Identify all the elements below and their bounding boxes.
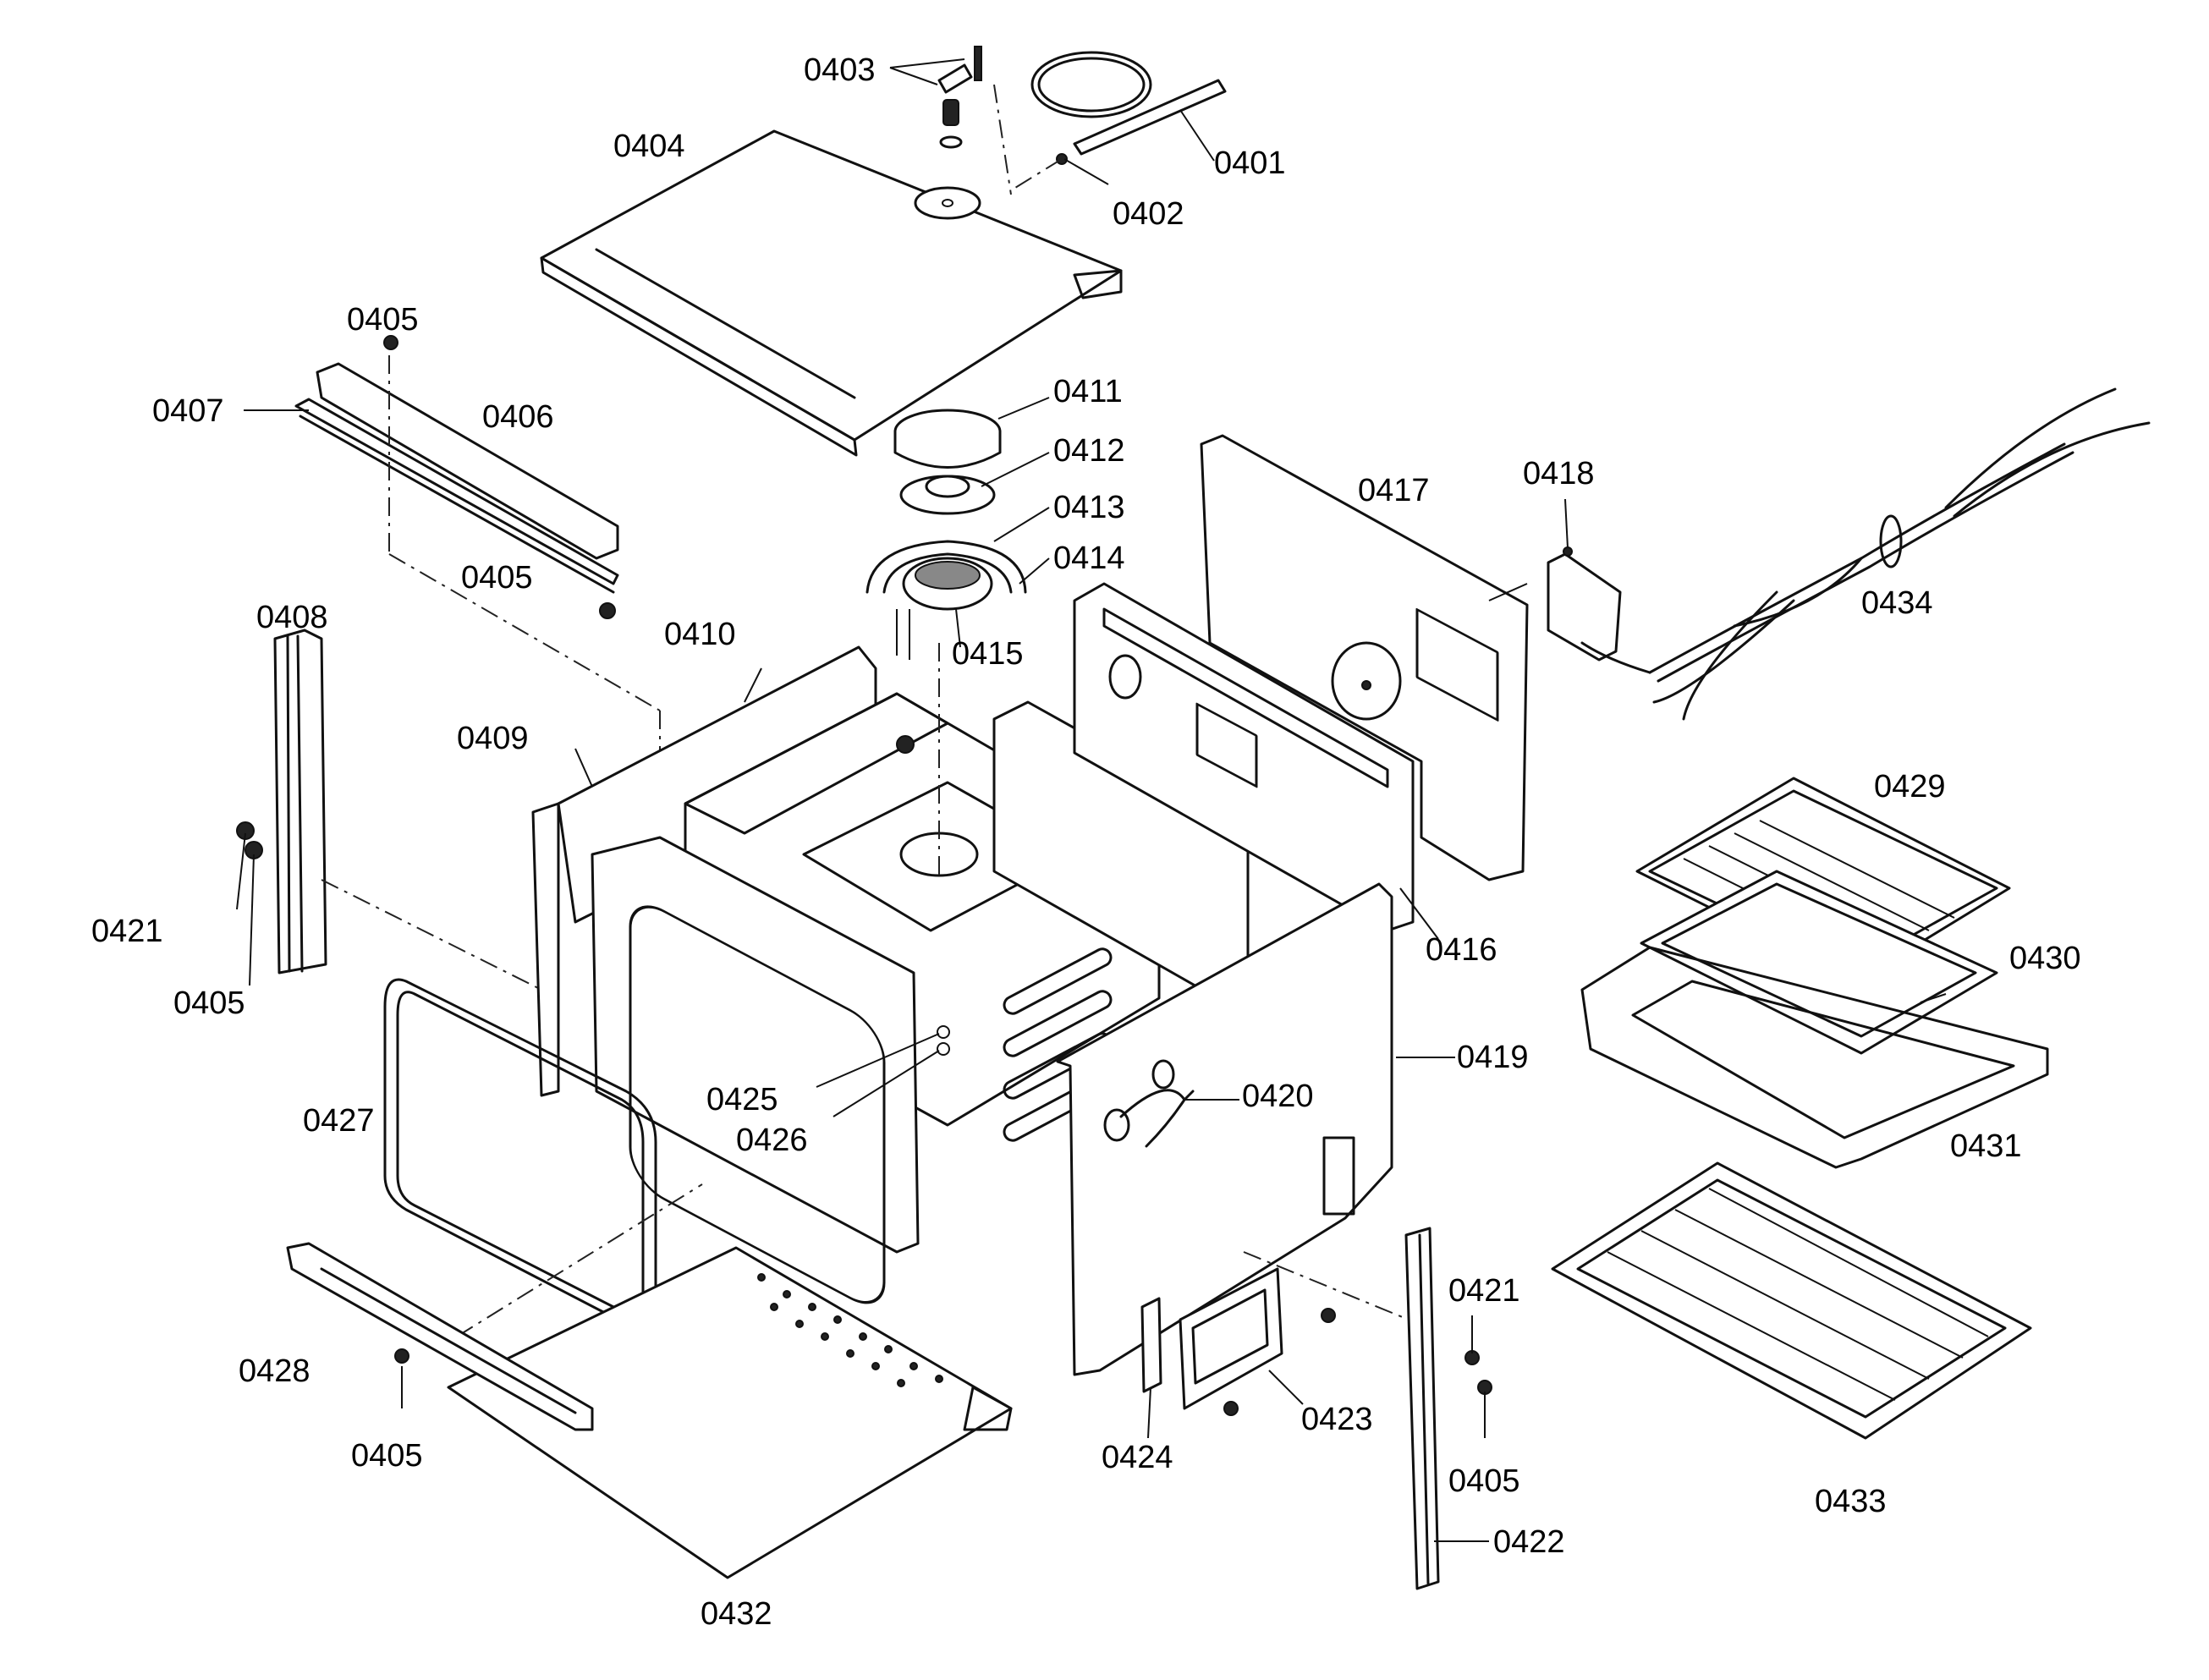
label-0422: 0422 (1493, 1524, 1565, 1560)
label-0434: 0434 (1861, 585, 1933, 621)
label-0423: 0423 (1301, 1402, 1373, 1437)
label-0405: 0405 (1448, 1463, 1520, 1499)
cavity-side-vents (1003, 947, 1113, 1142)
label-0405: 0405 (461, 560, 533, 596)
label-0411: 0411 (1053, 374, 1123, 409)
label-0417: 0417 (1358, 473, 1430, 508)
bottom-plate-perforations (757, 1273, 943, 1387)
label-0431: 0431 (1950, 1128, 2022, 1164)
label-0407: 0407 (152, 393, 224, 429)
label-0432: 0432 (701, 1596, 772, 1632)
callout-leaders (236, 58, 1947, 1542)
broil-pan (1640, 870, 1998, 1055)
label-0410: 0410 (664, 617, 736, 652)
side-panel (1056, 882, 1393, 1376)
front-bottom-bracket (286, 1242, 594, 1431)
label-0420: 0420 (1242, 1079, 1314, 1114)
label-0419: 0419 (1457, 1040, 1529, 1075)
label-0405: 0405 (347, 302, 419, 338)
label-0415: 0415 (952, 636, 1024, 672)
label-0433: 0433 (1815, 1484, 1887, 1519)
gas-hose (1014, 51, 1227, 189)
label-0430: 0430 (2009, 941, 2081, 976)
label-0412: 0412 (1053, 433, 1125, 469)
front-frame (591, 836, 950, 1304)
label-0405: 0405 (351, 1438, 423, 1474)
label-0408: 0408 (256, 600, 328, 635)
top-panel (540, 129, 1123, 457)
label-0425: 0425 (706, 1082, 778, 1117)
back-panel (1200, 434, 1529, 881)
oven-rack-frame (1580, 946, 2049, 1169)
label-0424: 0424 (1102, 1440, 1173, 1475)
label-0404: 0404 (613, 129, 685, 164)
oven-rack (1551, 1161, 2032, 1440)
side-trim (236, 629, 542, 991)
cover-plate (1547, 546, 1622, 662)
label-0421: 0421 (1448, 1273, 1520, 1309)
label-0402: 0402 (1113, 196, 1184, 232)
control-bracket (1140, 1251, 1409, 1416)
part-labels: 0403 0404 0401 0402 0405 0407 0406 0405 … (91, 52, 2081, 1632)
label-0414: 0414 (1053, 541, 1125, 576)
label-0406: 0406 (482, 399, 554, 435)
wire-harness (1580, 387, 2151, 721)
vertical-trim (1404, 1227, 1492, 1590)
label-0409: 0409 (457, 721, 529, 756)
label-0401: 0401 (1214, 145, 1286, 181)
label-0427: 0427 (303, 1103, 375, 1139)
label-0426: 0426 (736, 1123, 808, 1158)
label-0413: 0413 (1053, 490, 1125, 525)
label-0416: 0416 (1426, 932, 1497, 968)
front-trim-rail (294, 335, 661, 846)
label-0429: 0429 (1874, 769, 1946, 804)
rear-wall (1073, 582, 1415, 932)
label-0403: 0403 (804, 52, 876, 88)
label-0428: 0428 (239, 1353, 310, 1389)
convection-burner-assembly (865, 409, 1027, 660)
label-0405: 0405 (173, 985, 245, 1021)
burner-fitting (937, 46, 1012, 195)
label-0418: 0418 (1523, 456, 1595, 491)
bottom-plate (447, 1183, 1013, 1579)
label-0421: 0421 (91, 914, 163, 949)
